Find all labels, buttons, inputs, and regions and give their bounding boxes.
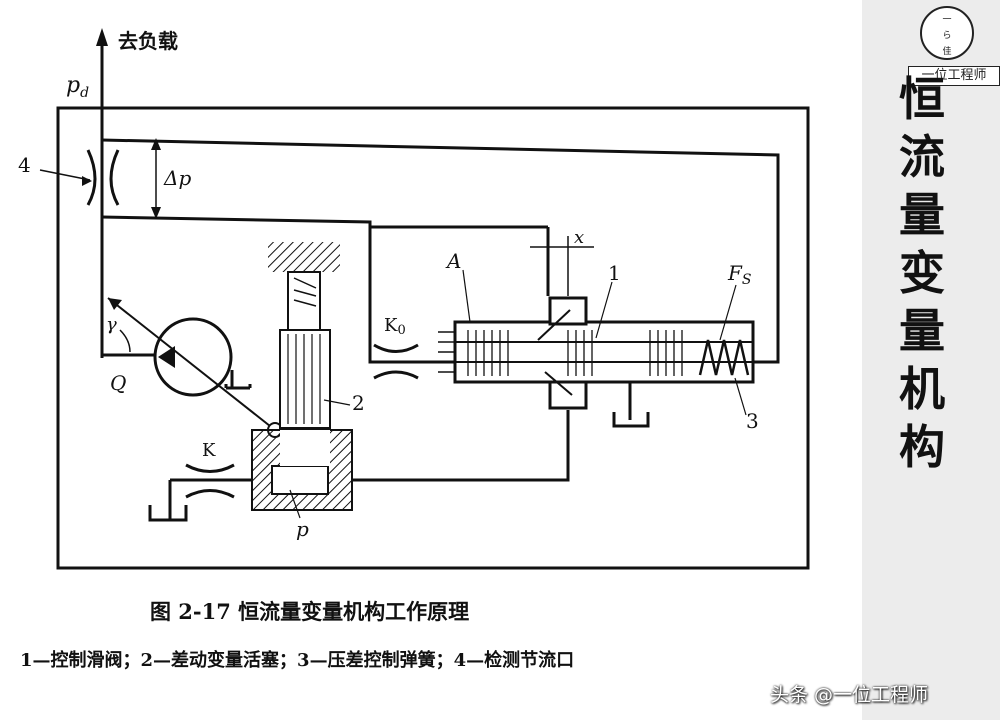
load-arrow (96, 28, 108, 46)
label-delta-p: Δp (163, 166, 191, 190)
label-gamma: γ (106, 314, 117, 335)
label-Q: Q (110, 371, 126, 395)
vertical-title: 恒流量变量机构 (899, 72, 945, 474)
label-A: A (445, 249, 461, 273)
orifice-K (185, 463, 235, 499)
label-4: 4 (18, 153, 31, 177)
pump-symbol (153, 317, 233, 397)
orifice-K0 (373, 343, 419, 380)
control-line (352, 410, 570, 482)
label-3: 3 (746, 409, 759, 433)
upper-pressure-line (101, 138, 780, 364)
label-x: x (574, 227, 584, 248)
label-Fs: FS (727, 261, 751, 288)
side-panel (862, 0, 1000, 720)
drain-K (148, 480, 188, 522)
logo-icon: 一 ら 佳 (920, 6, 974, 60)
outer-frame (56, 106, 810, 570)
watermark: 头条 @一位工程师 (770, 684, 929, 706)
spool-drain (612, 382, 650, 428)
logo-label: 一位工程师 (908, 66, 1000, 86)
spool-valve-1 (453, 320, 755, 384)
lower-pressure-line (101, 215, 455, 364)
figure-caption: 图 2-17 恒流量变量机构工作原理 (150, 599, 470, 624)
piston-housing-top-hatch (268, 242, 340, 272)
label-K0: K0 (384, 315, 406, 338)
pump-drain (224, 370, 252, 390)
figure-legend: 1—控制滑阀；2—差动变量活塞；3—压差控制弹簧；4—检测节流口 (20, 650, 575, 671)
throttle-4 (86, 149, 120, 206)
label-K: K (202, 440, 216, 461)
label-pd: pd (66, 73, 89, 101)
label-1: 1 (608, 261, 621, 285)
label-2: 2 (352, 391, 365, 415)
hydraulic-diagram: 去负载 pd 4 Δp x A 1 FS γ K0 2 Q 3 K p (18, 28, 810, 570)
label-p: p (296, 517, 309, 541)
spring-3 (698, 339, 750, 376)
label-to-load: 去负载 (118, 29, 178, 53)
